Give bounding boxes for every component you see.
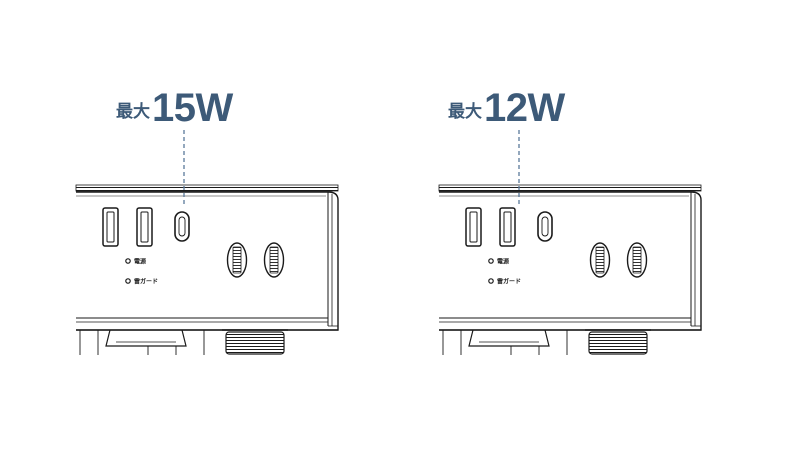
device-left: 電源 雷ガード <box>75 184 339 356</box>
spec-prefix: 最大 <box>448 102 482 122</box>
guard-label: 雷ガード <box>134 278 158 286</box>
spec-wattage: 12W <box>484 86 565 130</box>
guard-label: 雷ガード <box>497 278 521 286</box>
device-right: 電源 雷ガード <box>438 184 702 356</box>
power-label: 電源 <box>134 258 146 266</box>
spec-callout-right: 最大12W <box>448 86 565 131</box>
spec-prefix: 最大 <box>116 102 150 122</box>
power-label: 電源 <box>497 258 509 266</box>
spec-wattage: 15W <box>152 86 233 130</box>
spec-callout-left: 最大15W <box>116 86 233 131</box>
device-body <box>438 184 702 356</box>
device-body <box>75 184 339 356</box>
